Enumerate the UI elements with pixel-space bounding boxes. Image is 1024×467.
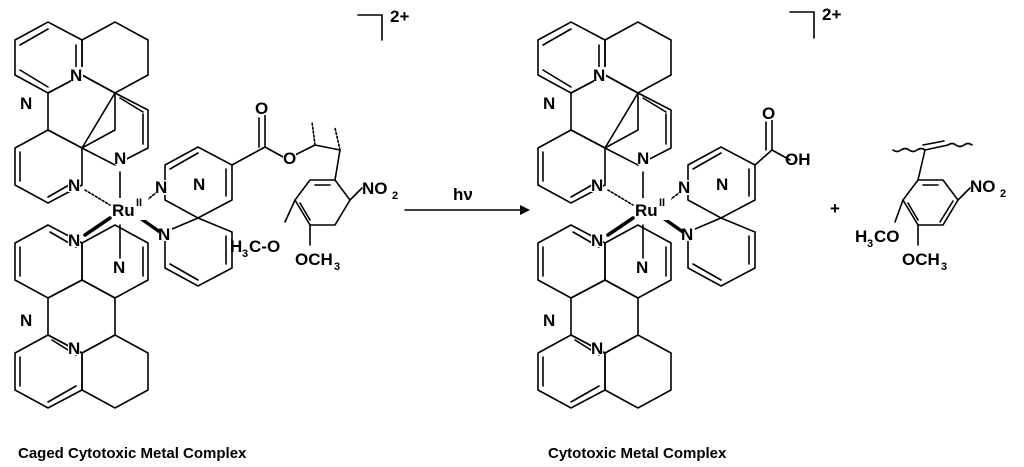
svg-text:N: N: [681, 225, 693, 244]
svg-text:N: N: [543, 94, 555, 113]
svg-text:3: 3: [242, 248, 248, 260]
lower-dppz-ligand: [537, 224, 672, 409]
atom-n: N: [113, 258, 125, 277]
svg-text:3: 3: [867, 238, 873, 250]
svg-text:2: 2: [1000, 188, 1006, 200]
svg-text:N: N: [591, 176, 603, 195]
svg-text:N: N: [636, 258, 648, 277]
caged-complex-structure: N N N N N N N N N N N O O Ru II NO 2 H 3…: [14, 7, 409, 409]
svg-text:2: 2: [392, 190, 398, 202]
lower-dppz-ligand: [14, 224, 149, 409]
atom-labels-left: N N N N N N N N N N N O O Ru II NO 2 H 3…: [20, 66, 398, 358]
methoxy-bottom: OCH: [295, 250, 333, 269]
atom-o: O: [255, 99, 268, 118]
svg-text:C-O: C-O: [249, 237, 280, 256]
svg-text:CO: CO: [874, 227, 900, 246]
nitrostyrene-byproduct: NO 2 H 3 CO OCH 3: [855, 140, 1006, 273]
upper-dppz-ligand: [14, 21, 149, 204]
charge-bracket-left: 2+: [357, 7, 409, 41]
pyrimidine-ligand-left: [164, 114, 341, 287]
atom-n: N: [155, 178, 167, 197]
reaction-arrow: hν: [404, 185, 530, 215]
atom-n: N: [193, 175, 205, 194]
methoxy-left: H: [855, 227, 867, 246]
oxidation-state: II: [659, 197, 665, 209]
atom-n: N: [158, 225, 170, 244]
cytotoxic-complex-structure: N N N N N N N N N N N O OH Ru II 2+: [537, 5, 841, 409]
atom-n: N: [68, 339, 80, 358]
atom-o: O: [283, 149, 296, 168]
atom-n: N: [68, 231, 80, 250]
atom-n: N: [68, 176, 80, 195]
caption-caged-complex: Caged Cytotoxic Metal Complex: [18, 445, 247, 462]
svg-text:N: N: [637, 149, 649, 168]
arrow-label: hν: [453, 185, 473, 204]
svg-text:O: O: [762, 104, 775, 123]
svg-text:3: 3: [941, 261, 947, 273]
plus-sign: +: [830, 199, 840, 218]
atom-n: N: [70, 66, 82, 85]
pyrimidine-ligand-center: [687, 119, 791, 287]
nitro-group: NO: [362, 179, 388, 198]
charge-label: 2+: [390, 7, 409, 26]
nitroveratryl-ring-left: [284, 179, 363, 246]
atom-labels-center: N N N N N N N N N N N O OH Ru II: [543, 66, 811, 358]
methoxy-left: H: [230, 237, 242, 256]
caption-cytotoxic-complex: Cytotoxic Metal Complex: [548, 445, 727, 462]
acid-oh: OH: [785, 150, 811, 169]
methoxy-bottom: OCH: [902, 250, 940, 269]
oxidation-state: II: [136, 197, 142, 209]
svg-text:N: N: [678, 178, 690, 197]
charge-bracket-center: 2+: [789, 5, 841, 39]
svg-text:N: N: [593, 66, 605, 85]
svg-text:N: N: [543, 311, 555, 330]
svg-text:3: 3: [334, 261, 340, 273]
atom-n: N: [20, 311, 32, 330]
metal-ru: Ru: [635, 201, 658, 220]
metal-ru: Ru: [112, 201, 135, 220]
atom-n: N: [20, 94, 32, 113]
svg-text:N: N: [591, 339, 603, 358]
svg-text:N: N: [716, 175, 728, 194]
svg-text:N: N: [591, 231, 603, 250]
atom-n: N: [114, 149, 126, 168]
upper-dppz-ligand: [537, 21, 672, 204]
charge-label: 2+: [822, 5, 841, 24]
nitro-group: NO: [970, 177, 996, 196]
metal-bonds-center: [606, 171, 685, 259]
